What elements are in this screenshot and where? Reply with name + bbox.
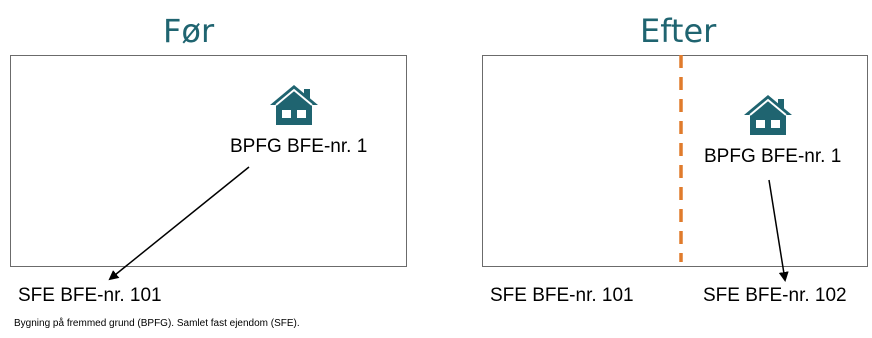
before-parcel-box: [10, 55, 407, 267]
after-building-label: BPFG BFE-nr. 1: [704, 146, 842, 167]
footnote: Bygning på fremmed grund (BPFG). Samlet …: [14, 318, 300, 329]
after-heading: Efter: [640, 12, 717, 50]
before-heading: Før: [163, 12, 215, 50]
house-icon: [270, 85, 318, 125]
before-parcel-label: SFE BFE-nr. 101: [18, 285, 162, 306]
after-parcel-label-left: SFE BFE-nr. 101: [490, 285, 634, 306]
before-building-label: BPFG BFE-nr. 1: [230, 136, 368, 157]
after-parcel-label-right: SFE BFE-nr. 102: [703, 285, 847, 306]
after-parcel-box: [482, 55, 868, 267]
house-icon: [744, 95, 792, 135]
